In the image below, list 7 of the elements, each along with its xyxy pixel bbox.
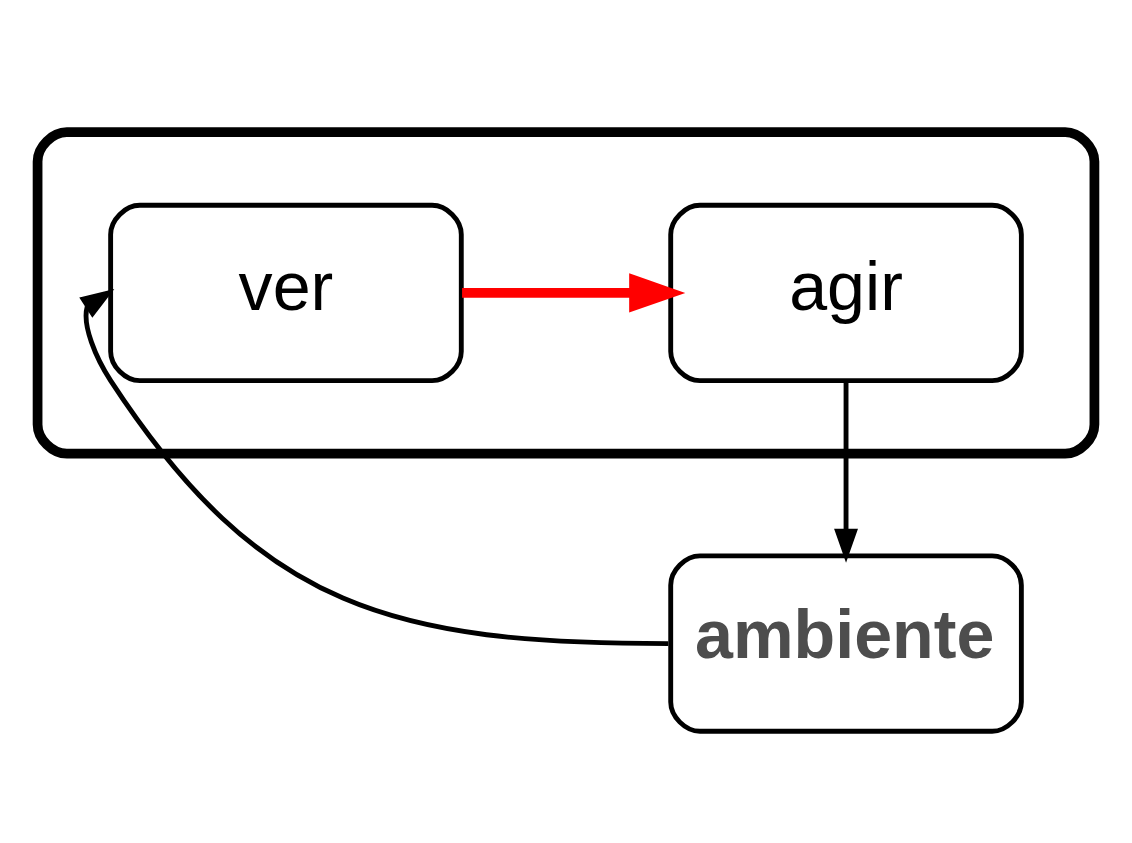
node-box: ambiente: [668, 553, 1024, 734]
arrow: [834, 380, 858, 563]
arrow: [462, 272, 686, 313]
node-box: ver: [108, 202, 464, 383]
arrow: [79, 288, 669, 646]
node-box: agir: [668, 202, 1024, 383]
cluster: [32, 126, 1100, 459]
